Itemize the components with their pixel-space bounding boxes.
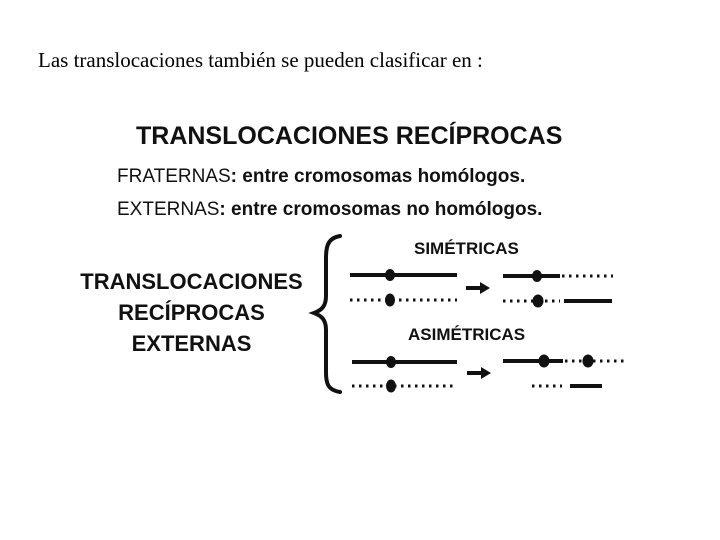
- arrow-right-icon: [466, 282, 490, 294]
- definition-externas: EXTERNAS: entre cromosomas no homólogos.: [117, 199, 542, 221]
- left-title-line: EXTERNAS: [131, 331, 252, 356]
- sim-after-chromosome-2: [503, 294, 612, 308]
- sim-after-chromosome-1: [503, 270, 613, 282]
- definition-fraternas: FRATERNAS: entre cromosomas homólogos.: [117, 166, 525, 188]
- asim-before-dotted-chromosome: [352, 379, 457, 393]
- arrow-right-icon: [467, 367, 491, 379]
- sim-before-solid-chromosome: [350, 269, 457, 281]
- asim-before-solid-chromosome: [352, 356, 457, 368]
- curly-brace-icon: [308, 234, 342, 394]
- sim-before-dotted-chromosome: [350, 293, 457, 307]
- label-simetricas: SIMÉTRICAS: [414, 239, 519, 258]
- label-asimetricas: ASIMÉTRICAS: [408, 325, 526, 344]
- definition-text: : entre cromosomas no homólogos.: [219, 199, 543, 220]
- left-category-title: TRANSLOCACIONES RECÍPROCAS EXTERNAS: [74, 266, 309, 359]
- intro-text: Las translocaciones también se pueden cl…: [38, 48, 483, 72]
- asim-after-dicentric-chromosome: [503, 354, 627, 368]
- definition-term: FRATERNAS: [117, 166, 231, 187]
- definition-term: EXTERNAS: [117, 199, 220, 220]
- left-title-line: RECÍPROCAS: [118, 300, 265, 325]
- left-title-line: TRANSLOCACIONES: [80, 269, 303, 294]
- figure-main-title: TRANSLOCACIONES RECÍPROCAS: [136, 122, 563, 150]
- definition-text: : entre cromosomas homólogos.: [230, 166, 526, 187]
